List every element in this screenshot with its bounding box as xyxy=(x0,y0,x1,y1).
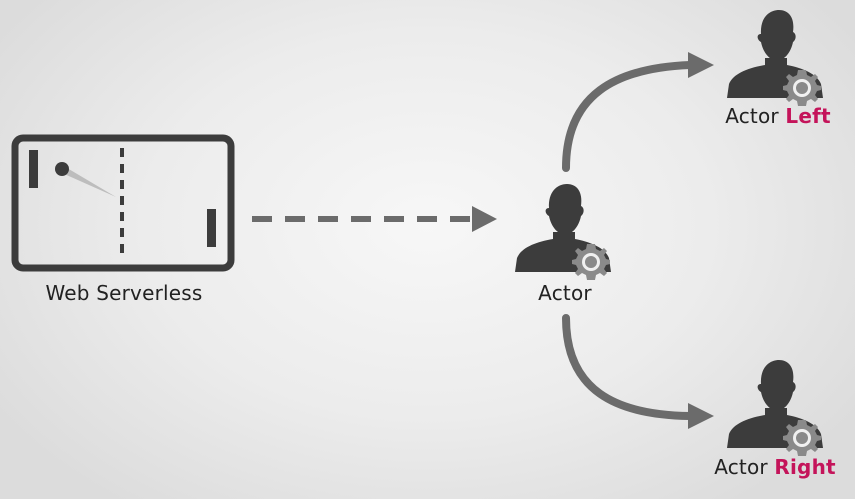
gear-icon xyxy=(572,244,610,280)
actor-center-icon xyxy=(515,184,611,280)
actor-right-label: Actor Right xyxy=(700,455,850,479)
pong-ball-trail xyxy=(62,165,116,197)
pong-right-paddle xyxy=(207,209,216,247)
curved-arrow-up xyxy=(562,52,714,172)
pong-game-icon xyxy=(11,134,235,272)
actor-right-icon xyxy=(727,360,823,456)
actor-left-icon xyxy=(727,10,823,106)
pong-screen xyxy=(11,134,235,272)
actor-right-label-accent: Right xyxy=(774,455,836,479)
pong-left-paddle xyxy=(29,150,38,188)
dashed-arrow xyxy=(252,206,497,232)
gear-icon xyxy=(783,70,821,106)
actor-left-label-main: Actor xyxy=(725,104,779,128)
actor-left-label: Actor Left xyxy=(708,104,848,128)
actor-right-label-main: Actor xyxy=(714,455,768,479)
curved-arrow-down xyxy=(562,314,714,429)
gear-icon xyxy=(783,420,821,456)
pong-ball xyxy=(55,162,69,176)
actor-label: Actor xyxy=(538,281,592,305)
web-serverless-label: Web Serverless xyxy=(45,281,203,305)
actor-left-label-accent: Left xyxy=(785,104,831,128)
